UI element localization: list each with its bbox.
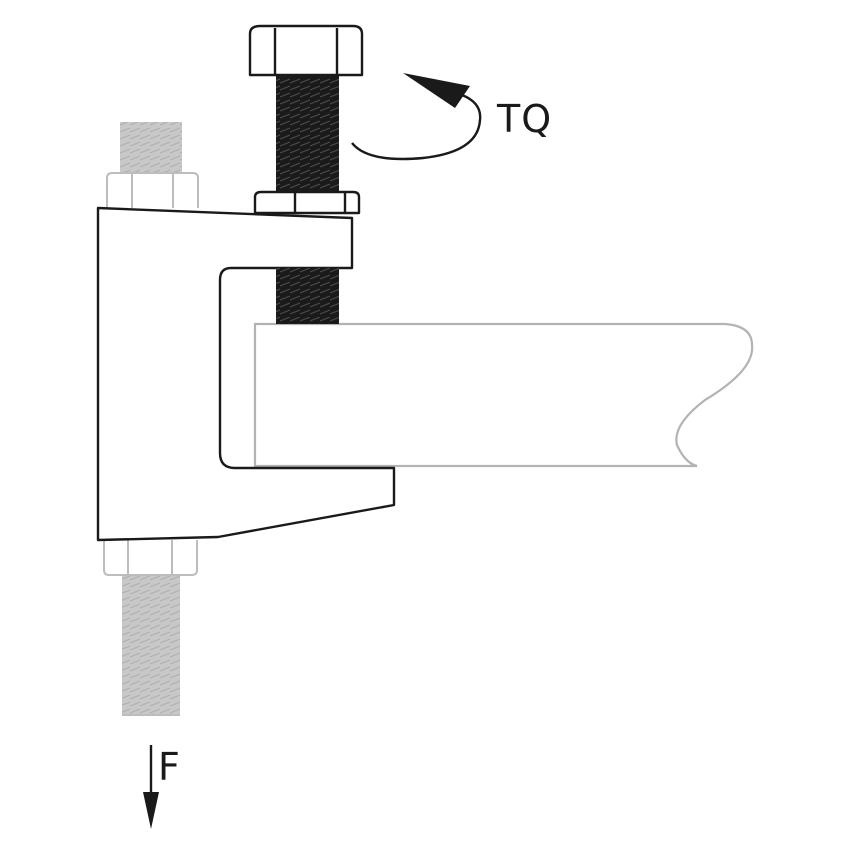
threaded-hanger-rod [120,122,182,716]
set-screw-jam-nut [253,190,361,215]
torque-arrow [351,73,482,161]
rod-nut-top [106,172,199,208]
hex-bolt-head [248,24,364,77]
force-arrow [143,745,159,829]
beam-clamp-body [96,206,396,542]
force-label: F [158,745,180,789]
beam-flange [253,322,754,468]
torque-label: TQ [497,97,553,141]
rod-nut-bottom [103,540,198,576]
hex-bolt-shank [276,73,339,324]
